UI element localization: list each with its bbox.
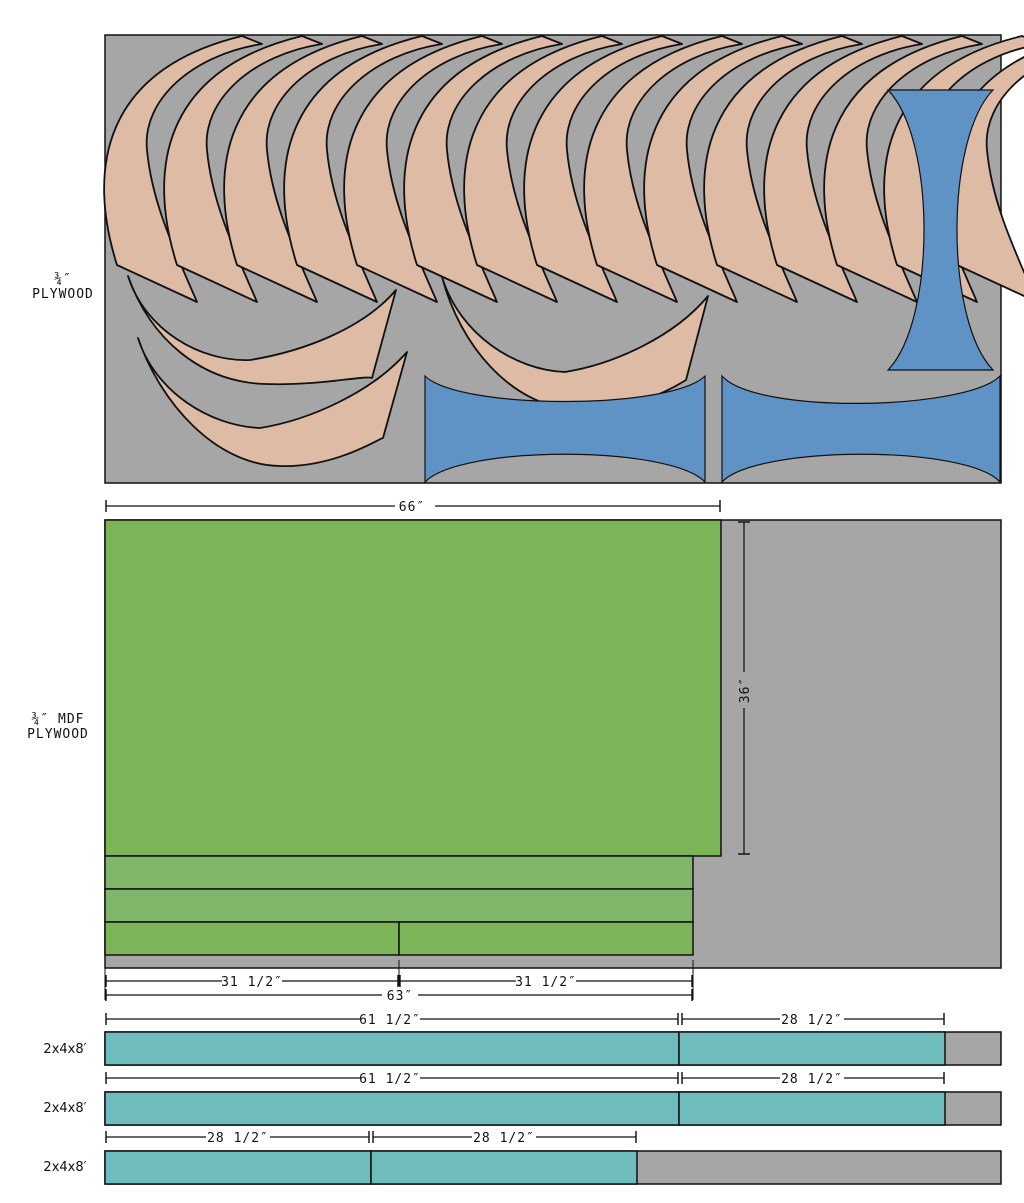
board-cut-2b	[678, 1091, 946, 1126]
curved-rib-13	[823, 35, 983, 303]
dimension-width-label: 66″	[399, 500, 425, 515]
dimension-width-66: 66″	[105, 498, 721, 515]
board-cut-3a	[104, 1150, 372, 1185]
mdf-sheet-label: ¾″ MDF PLYWOOD	[20, 712, 96, 742]
curved-rib-lower-2	[137, 337, 408, 467]
curved-rib-6	[403, 35, 563, 303]
lumber-label-2: 2x4x8′	[43, 1101, 87, 1116]
curved-rib-11	[703, 35, 863, 303]
plywood-sheet-label: ¾″ PLYWOOD	[28, 272, 98, 302]
dimension-height-label: 36″	[738, 677, 753, 703]
lumber-2-dim-b: 28 1/2″	[781, 1072, 843, 1087]
mdf-main-panel	[104, 519, 722, 857]
curved-rib-lower-1	[127, 275, 397, 386]
board-cut-1a	[104, 1031, 680, 1066]
lumber-3-dim-b: 28 1/2″	[473, 1131, 535, 1146]
mdf-strip-2	[104, 888, 694, 923]
lumber-1-dim-b: 28 1/2″	[781, 1013, 843, 1028]
dimension-height-36: 36″	[734, 521, 754, 855]
dimension-half-left-label: 31 1/2″	[221, 975, 283, 990]
mdf-strip-3-right	[398, 921, 694, 956]
spacer-piece-vertical	[886, 89, 995, 371]
curved-rib-7	[463, 35, 623, 303]
board-cut-2a	[104, 1091, 680, 1126]
curved-rib-4	[283, 35, 443, 303]
plywood-label-material: PLYWOOD	[32, 287, 94, 302]
lumber-board-3: 28 1/2″ 28 1/2″	[104, 1129, 1002, 1185]
board-cut-3b	[370, 1150, 638, 1185]
lumber-board-2: 61 1/2″ 28 1/2″	[104, 1070, 1002, 1126]
curved-rib-2	[163, 35, 323, 303]
lumber-board-1: 61 1/2″ 28 1/2″	[104, 1011, 1002, 1066]
curved-rib-8	[523, 35, 683, 303]
lumber-2-dim-a: 61 1/2″	[359, 1072, 421, 1087]
mdf-strip-3-left	[104, 921, 400, 956]
curved-rib-3	[223, 35, 383, 303]
curved-rib-lower-3	[441, 276, 709, 411]
board-cut-1b	[678, 1031, 946, 1066]
spacer-piece-horizontal-1	[424, 374, 706, 484]
mdf-label-material: PLYWOOD	[27, 727, 89, 742]
mdf-label-thickness: ¾″ MDF	[31, 712, 85, 727]
plywood-label-thickness: ¾″	[54, 272, 72, 287]
dimension-total-63: 63″	[105, 987, 693, 1004]
lumber-3-dim-a: 28 1/2″	[207, 1131, 269, 1146]
curved-rib-5	[343, 35, 503, 303]
lumber-label-1: 2x4x8′	[43, 1042, 87, 1057]
dimension-total-label: 63″	[387, 989, 413, 1004]
curved-rib-9	[583, 35, 743, 303]
lumber-1-dim-a: 61 1/2″	[359, 1013, 421, 1028]
dimension-halves: 31 1/2″ 31 1/2″	[104, 960, 694, 1000]
dimension-half-right-label: 31 1/2″	[515, 975, 577, 990]
lower-ribs-left	[127, 275, 709, 467]
lumber-label-3: 2x4x8′	[43, 1160, 87, 1175]
spacer-piece-horizontal-2	[721, 374, 1001, 484]
curved-rib-10	[643, 35, 803, 303]
curved-rib-12	[763, 35, 923, 303]
mdf-strip-1	[104, 855, 694, 890]
curved-rib-1	[103, 35, 263, 303]
